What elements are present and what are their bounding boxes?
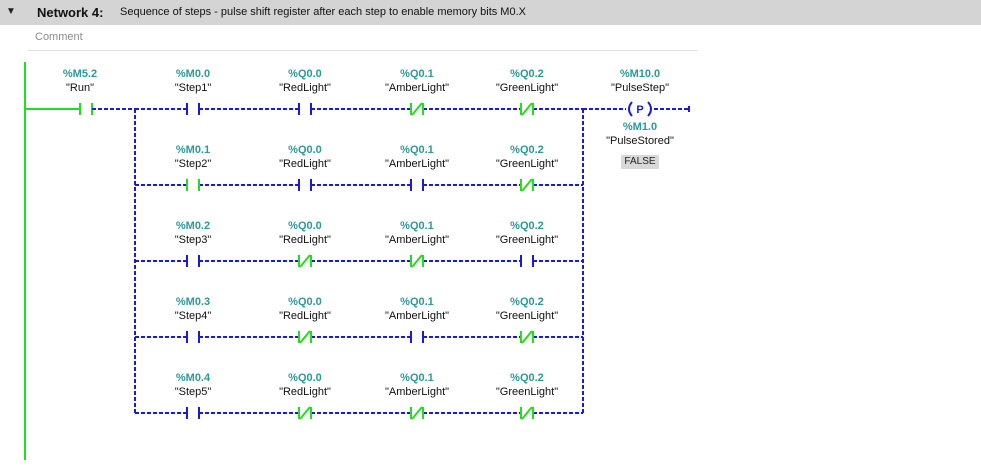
- contact-branch-5-2[interactable]: [298, 406, 312, 420]
- contact-branch-3-2[interactable]: [298, 254, 312, 268]
- contact-branch-2-4[interactable]: [520, 178, 534, 192]
- contact-branch-4-4[interactable]: [520, 330, 534, 344]
- contact-address-5-4: %Q0.2: [510, 372, 544, 384]
- contact-address-5-2: %Q0.0: [288, 372, 322, 384]
- contact-branch-2-1[interactable]: [186, 179, 200, 191]
- contact-branch-5-4[interactable]: [520, 406, 534, 420]
- contact-branch-1-3[interactable]: [410, 102, 424, 116]
- pulse-stored-symbol: "PulseStored": [606, 135, 674, 147]
- pulse-stored-address: %M1.0: [622, 121, 658, 133]
- contact-symbol-3-3: "AmberLight": [384, 234, 450, 246]
- contact-branch-5-3[interactable]: [410, 406, 424, 420]
- contact-address-1-4: %Q0.2: [510, 68, 544, 80]
- contact-address-1-2: %Q0.0: [288, 68, 322, 80]
- contact-address-3-2: %Q0.0: [288, 220, 322, 232]
- network-comment-field[interactable]: Comment: [28, 27, 698, 51]
- contact-symbol-5-4: "GreenLight": [495, 386, 559, 398]
- contact-branch-1-1[interactable]: [186, 103, 200, 115]
- contact-address-3-3: %Q0.1: [400, 220, 434, 232]
- contact-run-symbol: "Run": [66, 82, 94, 94]
- contact-symbol-2-3: "AmberLight": [384, 158, 450, 170]
- pulse-coil-address: %M10.0: [619, 68, 661, 80]
- contact-symbol-1-3: "AmberLight": [384, 82, 450, 94]
- contact-symbol-4-4: "GreenLight": [495, 310, 559, 322]
- contact-address-3-4: %Q0.2: [510, 220, 544, 232]
- contact-address-4-4: %Q0.2: [510, 296, 544, 308]
- contact-symbol-3-4: "GreenLight": [495, 234, 559, 246]
- contact-symbol-5-3: "AmberLight": [384, 386, 450, 398]
- network-description[interactable]: Sequence of steps - pulse shift register…: [120, 6, 526, 18]
- contact-symbol-3-2: "RedLight": [279, 234, 331, 246]
- contact-branch-2-3[interactable]: [410, 179, 424, 191]
- contact-address-2-1: %M0.1: [175, 144, 211, 156]
- contact-address-2-2: %Q0.0: [288, 144, 322, 156]
- contact-branch-1-2[interactable]: [298, 103, 312, 115]
- contact-symbol-4-3: "AmberLight": [384, 310, 450, 322]
- contact-branch-4-1[interactable]: [186, 331, 200, 343]
- collapse-triangle-icon[interactable]: ▼: [6, 6, 16, 17]
- contact-symbol-5-2: "RedLight": [279, 386, 331, 398]
- contact-symbol-1-4: "GreenLight": [495, 82, 559, 94]
- contact-branch-5-1[interactable]: [186, 407, 200, 419]
- contact-symbol-3-1: "Step3": [174, 234, 212, 246]
- contact-address-3-1: %M0.2: [175, 220, 211, 232]
- contact-run-address: %M5.2: [62, 68, 98, 80]
- contact-branch-1-4[interactable]: [520, 102, 534, 116]
- network-header[interactable]: ▼ Network 4: Sequence of steps - pulse s…: [0, 0, 981, 25]
- contact-symbol-2-4: "GreenLight": [495, 158, 559, 170]
- contact-address-2-4: %Q0.2: [510, 144, 544, 156]
- contact-branch-3-4[interactable]: [520, 255, 534, 267]
- pulse-coil[interactable]: P: [628, 101, 652, 117]
- comment-placeholder: Comment: [35, 31, 83, 43]
- contact-symbol-1-2: "RedLight": [279, 82, 331, 94]
- contact-address-5-3: %Q0.1: [400, 372, 434, 384]
- contact-branch-4-3[interactable]: [410, 331, 424, 343]
- contact-symbol-5-1: "Step5": [174, 386, 212, 398]
- contact-address-4-1: %M0.3: [175, 296, 211, 308]
- contact-address-4-2: %Q0.0: [288, 296, 322, 308]
- contact-address-1-1: %M0.0: [175, 68, 211, 80]
- contact-branch-3-3[interactable]: [410, 254, 424, 268]
- contact-address-1-3: %Q0.1: [400, 68, 434, 80]
- network-title: Network 4:: [37, 5, 104, 20]
- contact-symbol-2-2: "RedLight": [279, 158, 331, 170]
- contact-address-2-3: %Q0.1: [400, 144, 434, 156]
- contact-run[interactable]: [79, 103, 93, 115]
- pulse-coil-symbol: "PulseStep": [611, 82, 669, 94]
- pulse-stored-value-badge: FALSE: [621, 155, 659, 169]
- pulse-coil-label: P: [636, 104, 643, 116]
- contact-address-4-3: %Q0.1: [400, 296, 434, 308]
- contact-branch-4-2[interactable]: [298, 330, 312, 344]
- contact-symbol-1-1: "Step1": [174, 82, 212, 94]
- contact-symbol-2-1: "Step2": [174, 158, 212, 170]
- contact-address-5-1: %M0.4: [175, 372, 211, 384]
- contact-symbol-4-1: "Step4": [174, 310, 212, 322]
- contact-branch-2-2[interactable]: [298, 179, 312, 191]
- contact-symbol-4-2: "RedLight": [279, 310, 331, 322]
- contact-branch-3-1[interactable]: [186, 255, 200, 267]
